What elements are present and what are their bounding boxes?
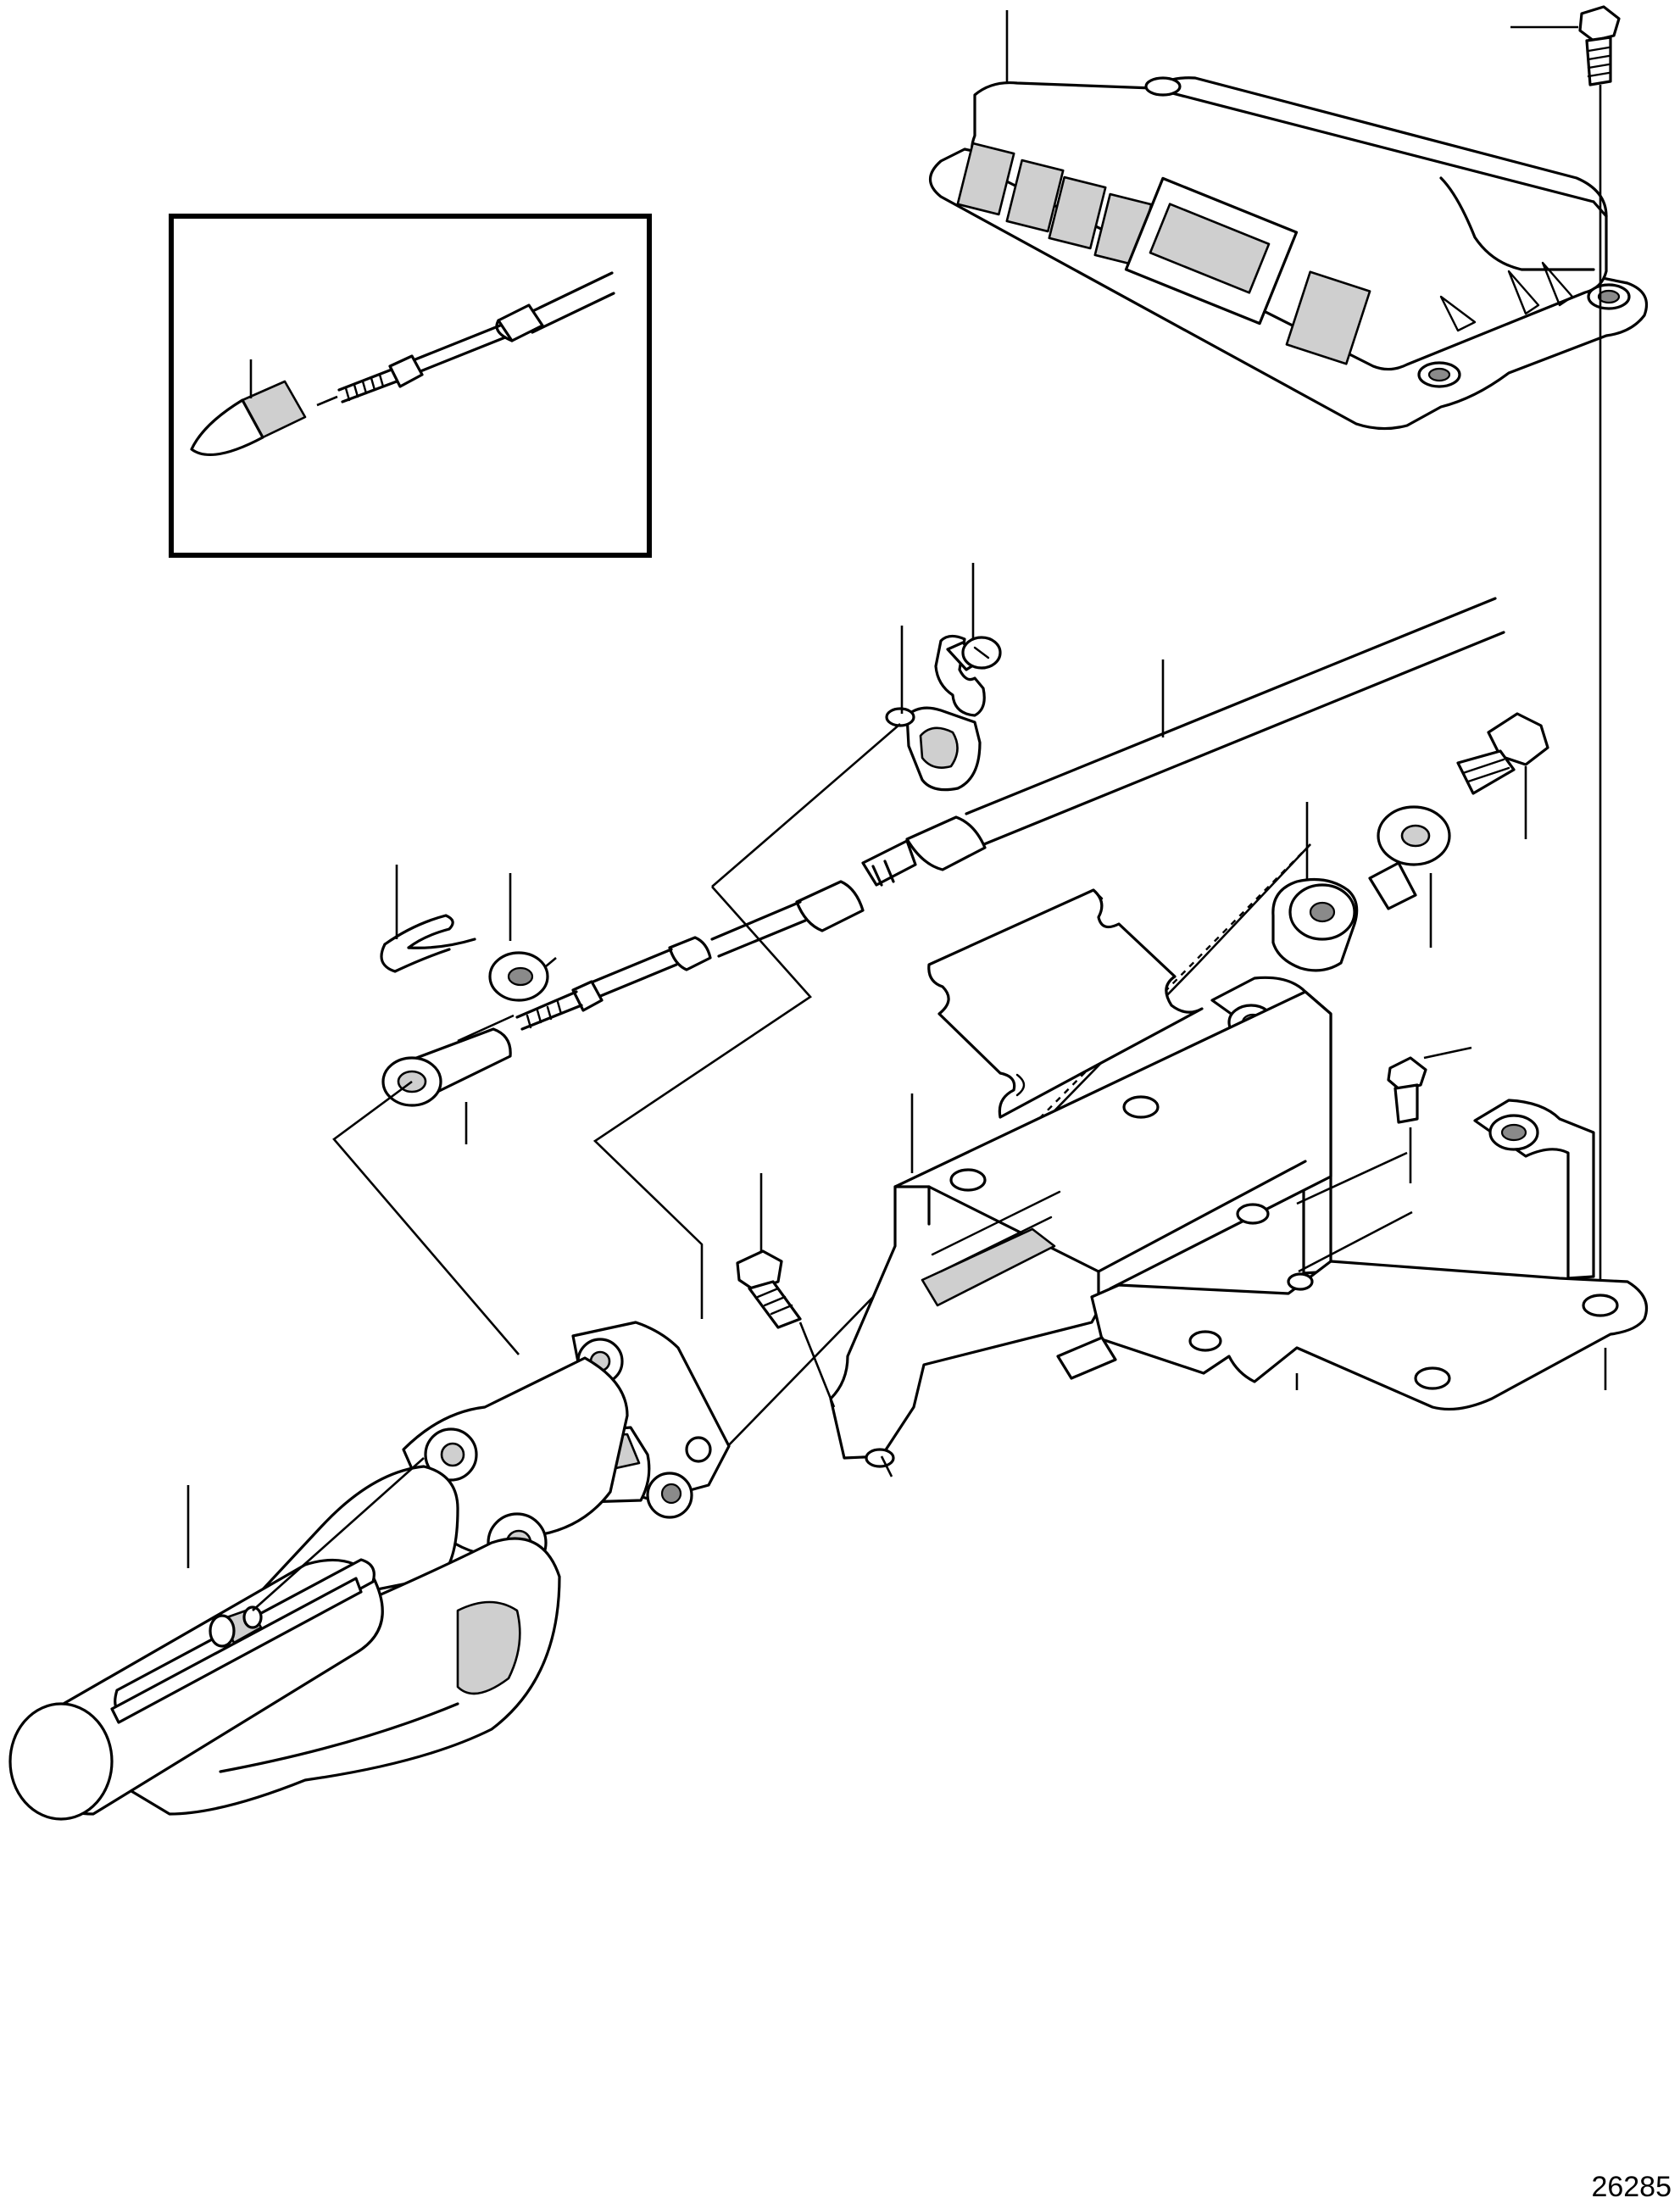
gasket-plate <box>927 888 1204 1119</box>
control-unit <box>928 10 1649 431</box>
grommet <box>1271 802 1359 972</box>
spring-clip <box>380 865 476 973</box>
inset-detail-box <box>169 214 652 558</box>
ball-joint-terminal <box>381 1014 515 1144</box>
leader-line <box>1423 1046 1472 1060</box>
spacer-bushing <box>1368 805 1451 948</box>
assembly-lines <box>332 723 1311 1491</box>
control-lever-assembly <box>8 1321 731 1821</box>
mounting-bracket <box>829 976 1649 1477</box>
cable-clamp <box>885 563 1002 792</box>
drawing-number: 26285 <box>1591 2171 1672 2203</box>
bolt-small-right <box>1387 1046 1472 1183</box>
control-cable <box>515 597 1505 1031</box>
bolt-right <box>1456 712 1549 839</box>
washer <box>488 873 557 1002</box>
bolt-center <box>736 1173 836 1408</box>
connector-bank <box>956 142 1371 365</box>
bolt-top-right <box>1510 5 1621 1390</box>
